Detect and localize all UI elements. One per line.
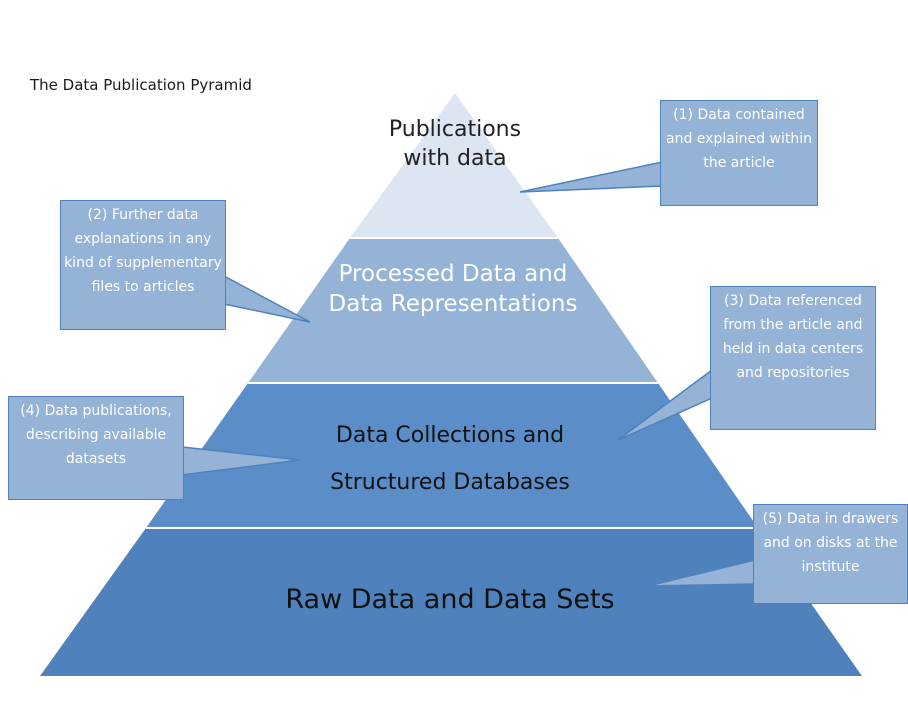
callout-2: (2) Further data explanations in any kin…: [60, 200, 226, 330]
callout-1: (1) Data contained and explained within …: [660, 100, 818, 206]
callout-4: (4) Data publications, describing availa…: [8, 396, 184, 500]
tier-3-label: Data Collections and Structured Database…: [330, 423, 570, 495]
pyramid-tier-4: [40, 528, 862, 676]
tier-1-label: Publications with data: [388, 117, 522, 171]
pyramid-tier-2: [248, 238, 658, 383]
callout-1-pointer: [519, 161, 663, 193]
pyramid-tier-3: [146, 383, 758, 528]
tier-4-label: Raw Data and Data Sets: [285, 584, 615, 615]
callout-2-pointer: [223, 274, 311, 323]
pyramid-tier-1: [350, 93, 558, 238]
callout-5: (5) Data in drawers and on disks at the …: [753, 504, 908, 604]
diagram-title: The Data Publication Pyramid: [30, 76, 252, 94]
callout-3: (3) Data referenced from the article and…: [710, 286, 876, 430]
tier-2-label: Processed Data and Data Representations: [328, 261, 578, 317]
